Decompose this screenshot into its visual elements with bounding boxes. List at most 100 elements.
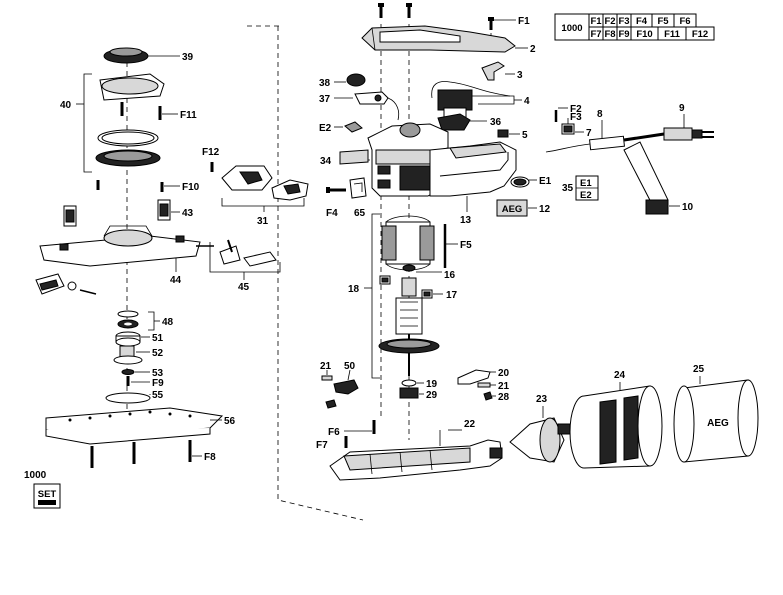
svg-text:55: 55 (152, 390, 164, 401)
cable-clamp-7 (561, 123, 575, 135)
code-cell-f12: F12 (692, 29, 708, 40)
screw-28 (483, 391, 493, 401)
eccentric-52 (113, 345, 143, 365)
sanding-pad-56 (45, 407, 224, 445)
bearing-51 (115, 331, 141, 347)
stator-field (381, 215, 435, 271)
nut-39 (103, 47, 149, 64)
washer-48-a (117, 310, 139, 318)
svg-text:13: 13 (460, 215, 472, 226)
svg-text:19: 19 (426, 379, 438, 390)
guide-line-left (277, 26, 364, 521)
svg-text:48: 48 (162, 317, 174, 328)
pin-21-right (477, 382, 491, 388)
svg-text:12: 12 (539, 204, 551, 215)
svg-text:E2: E2 (319, 123, 332, 134)
eccentric-40 (99, 73, 165, 101)
svg-text:F5: F5 (460, 240, 472, 251)
code-cell-f6: F6 (679, 16, 690, 27)
gear-38 (346, 73, 366, 87)
svg-text:F7: F7 (316, 440, 328, 451)
svg-text:29: 29 (426, 390, 438, 401)
svg-text:F12: F12 (202, 147, 220, 158)
clamp-50 (333, 379, 359, 395)
motor-housing (367, 122, 517, 197)
bearing-16 (402, 264, 416, 272)
svg-text:53: 53 (152, 368, 164, 379)
svg-text:F6: F6 (328, 427, 340, 438)
washer-53 (121, 369, 135, 375)
svg-text:56: 56 (224, 416, 236, 427)
svg-text:7: 7 (586, 128, 592, 139)
svg-text:51: 51 (152, 333, 164, 344)
code-table-header: 1000 (561, 23, 582, 34)
screw-top-left (378, 3, 384, 18)
screw-50 (325, 399, 337, 409)
svg-text:F10: F10 (182, 182, 200, 193)
filter-cage-24 (557, 385, 663, 469)
bracket-37 (354, 91, 400, 121)
svg-text:50: 50 (344, 361, 356, 372)
svg-text:E1: E1 (539, 176, 552, 187)
svg-text:F4: F4 (326, 208, 338, 219)
capacitor (437, 113, 471, 131)
svg-text:28: 28 (498, 392, 510, 403)
washer-48-b (117, 319, 139, 329)
svg-text:39: 39 (182, 52, 194, 63)
svg-text:35: 35 (562, 183, 574, 194)
svg-text:16: 16 (444, 270, 456, 281)
svg-text:31: 31 (257, 216, 269, 227)
svg-text:F9: F9 (152, 378, 164, 389)
cable-cord-10 (623, 141, 669, 215)
power-cable-8 (545, 132, 665, 153)
code-cell-f11: F11 (664, 29, 681, 40)
pin-21-left (321, 375, 333, 381)
svg-text:37: 37 (319, 94, 331, 105)
brush-holder-right (421, 289, 433, 299)
svg-text:3: 3 (517, 70, 523, 81)
svg-text:34: 34 (320, 156, 332, 167)
svg-text:22: 22 (464, 419, 476, 430)
svg-text:52: 52 (152, 348, 164, 359)
screw-f4 (326, 187, 346, 193)
base-housing-22 (329, 439, 503, 481)
svg-text:F2: F2 (570, 104, 582, 115)
svg-text:18: 18 (348, 284, 360, 295)
housing-cover (361, 25, 516, 53)
svg-text:9: 9 (679, 103, 685, 114)
svg-text:65: 65 (354, 208, 366, 219)
svg-text:44: 44 (170, 275, 182, 286)
clamp-45 (219, 239, 277, 267)
svg-text:24: 24 (614, 370, 626, 381)
bracket-65 (349, 177, 367, 199)
base-plate-44 (39, 225, 214, 267)
screw-f1 (488, 17, 494, 30)
brand-label-12: AEG (496, 199, 528, 217)
code-cell-f9: F9 (618, 29, 629, 40)
code-cell-f10: F10 (636, 29, 652, 40)
washer-19 (401, 379, 417, 387)
filter-brand: AEG (707, 418, 729, 429)
armature (378, 277, 440, 376)
svg-text:1000: 1000 (24, 470, 47, 481)
ring-40 (97, 129, 159, 147)
switch-assembly (431, 81, 515, 119)
code-cell-box (685, 26, 715, 41)
svg-text:25: 25 (693, 364, 705, 375)
svg-text:36: 36 (490, 117, 502, 128)
svg-text:40: 40 (60, 100, 72, 111)
bracket-35: 35 E1 E2 (562, 175, 599, 201)
svg-text:17: 17 (446, 290, 458, 301)
svg-text:4: 4 (524, 96, 530, 107)
screw-top-right (406, 3, 412, 18)
svg-text:10: 10 (682, 202, 694, 213)
part-e2 (344, 121, 363, 133)
cover-plate-34 (339, 149, 369, 165)
svg-text:AEG: AEG (502, 204, 523, 215)
damper-43-left (63, 205, 77, 227)
svg-text:F1: F1 (518, 16, 530, 27)
bellow-40 (95, 149, 161, 167)
